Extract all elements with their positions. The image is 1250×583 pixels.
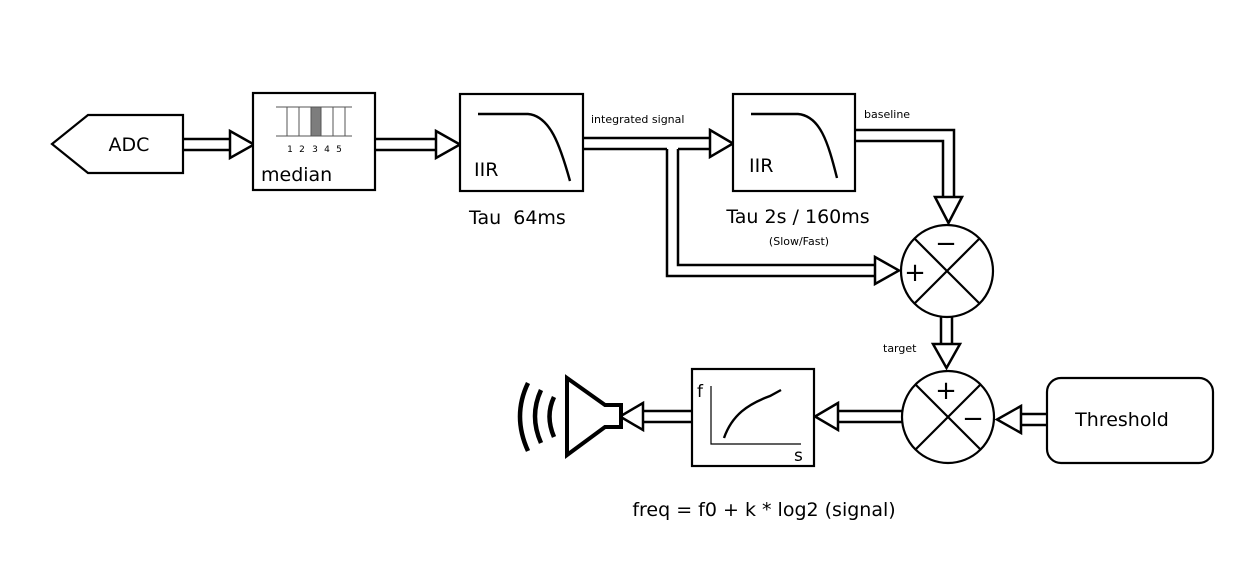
summing-junction-lower: + − (900, 369, 996, 465)
log-curve-icon (722, 388, 782, 439)
frequency-mapper-block: f s (690, 367, 816, 468)
arrow-integrated-to-sum (665, 149, 902, 287)
adc-block: ADC (50, 113, 185, 175)
iir2-mode-label: (Slow/Fast) (769, 235, 829, 248)
iir-filter-2-block: IIR (731, 92, 857, 193)
sum-lower-plus-sign: + (935, 376, 957, 406)
median-filter-window-icon (276, 106, 352, 137)
iir1-tau-label: Tau 64ms (468, 207, 566, 229)
mapper-y-axis-label: f (697, 382, 704, 402)
adc-label: ADC (109, 134, 150, 156)
arrow-adc-to-median (183, 128, 257, 161)
median-tap-label: 2 (299, 145, 305, 155)
sum-upper-minus-sign: − (935, 229, 957, 259)
arrow-baseline-to-sum (855, 128, 965, 226)
baseline-label: baseline (864, 108, 910, 121)
arrow-iir1-to-iir2 (583, 127, 736, 160)
iir2-tau-label: Tau 2s / 160ms (725, 206, 869, 228)
speaker-icon (517, 374, 623, 459)
lowpass-curve-icon (751, 112, 839, 179)
iir2-label: IIR (749, 155, 773, 177)
sound-wave-icon (517, 382, 531, 452)
median-label: median (261, 164, 332, 186)
mapper-formula: freq = f0 + k * log2 (signal) (632, 499, 895, 521)
iir-filter-1-block: IIR (458, 92, 585, 193)
sound-wave-icon (532, 389, 544, 444)
target-label: target (883, 342, 917, 355)
arrow-threshold-to-sum (994, 403, 1047, 436)
sum-upper-plus-sign: + (904, 258, 926, 288)
summing-junction-upper: − + (899, 223, 995, 319)
median-tap-label: 3 (312, 145, 318, 155)
median-tap-label: 1 (287, 145, 293, 155)
arrow-median-to-iir1 (376, 128, 463, 161)
mapper-x-axis-label: s (794, 446, 803, 466)
arrow-target (930, 317, 963, 371)
threshold-block: Threshold (1045, 376, 1215, 465)
sum-lower-minus-sign: − (962, 404, 984, 434)
lowpass-curve-icon (478, 112, 572, 182)
sound-wave-icon (547, 396, 557, 438)
median-filter-block: 1 2 3 4 5 median (251, 91, 377, 192)
axes-icon (710, 386, 801, 445)
threshold-label: Threshold (1074, 409, 1169, 431)
median-tap-label: 5 (336, 145, 342, 155)
iir1-label: IIR (474, 159, 498, 181)
arrow-mapper-to-speaker (617, 400, 692, 433)
median-tap-label: 4 (324, 145, 330, 155)
integrated-signal-label: integrated signal (591, 113, 684, 126)
arrow-sum-to-mapper (812, 400, 903, 433)
